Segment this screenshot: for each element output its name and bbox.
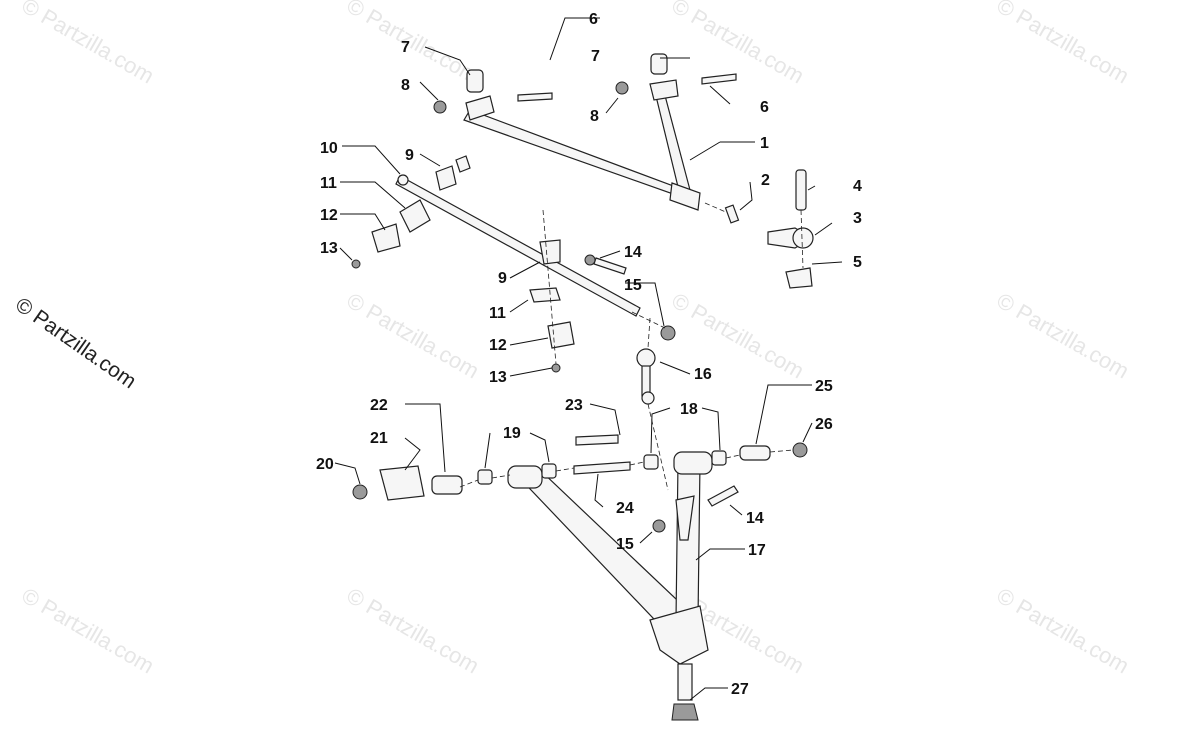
callout-2: 2 xyxy=(761,172,770,189)
callout-4: 4 xyxy=(853,178,862,195)
callout-13b: 13 xyxy=(489,369,507,386)
callout-20: 20 xyxy=(316,456,334,473)
bushing-7b xyxy=(650,53,668,75)
callout-24: 24 xyxy=(616,500,634,517)
callout-9b: 9 xyxy=(498,270,507,287)
callout-14a: 14 xyxy=(624,244,642,261)
callout-13a: 13 xyxy=(320,240,338,257)
callout-3: 3 xyxy=(853,210,862,227)
callout-12b: 12 xyxy=(489,337,507,354)
watermark: © Partzilla.com xyxy=(18,583,159,679)
watermark: © Partzilla.com xyxy=(993,583,1134,679)
callout-9a: 9 xyxy=(405,147,414,164)
callout-27: 27 xyxy=(731,681,749,698)
stabilizer-bar xyxy=(351,155,676,373)
watermark-layer: © Partzilla.com © Partzilla.com © Partzi… xyxy=(18,0,1134,678)
callout-17: 17 xyxy=(748,542,766,559)
bolt-6b xyxy=(701,73,737,85)
callout-8b: 8 xyxy=(590,108,599,125)
callout-19: 19 xyxy=(503,425,521,442)
callout-15a: 15 xyxy=(624,277,642,294)
callout-6a: 6 xyxy=(589,11,598,28)
callout-11b: 11 xyxy=(489,305,506,322)
watermark: © Partzilla.com xyxy=(343,288,484,384)
watermark: © Partzilla.com xyxy=(343,583,484,679)
callout-labels: 1 2 3 4 5 6 6 7 7 8 8 9 9 10 11 11 12 12… xyxy=(316,11,862,698)
callout-21: 21 xyxy=(370,430,388,447)
callout-10: 10 xyxy=(320,140,338,157)
watermark: © Partzilla.com xyxy=(993,0,1134,88)
callout-16: 16 xyxy=(694,366,712,383)
pivot-hardware xyxy=(352,434,808,533)
callout-22: 22 xyxy=(370,397,388,414)
callout-7b: 7 xyxy=(591,48,600,65)
callout-8a: 8 xyxy=(401,77,410,94)
watermark: © Partzilla.com xyxy=(668,0,809,88)
upper-a-arm xyxy=(433,53,737,217)
callout-26: 26 xyxy=(815,416,833,433)
callout-7a: 7 xyxy=(401,39,410,56)
watermark: © Partzilla.com xyxy=(18,0,159,88)
callout-25: 25 xyxy=(815,378,833,395)
callout-11a: 11 xyxy=(320,175,337,192)
watermark: © Partzilla.com xyxy=(993,288,1134,384)
ball-joint-assembly xyxy=(724,169,814,289)
watermark: © Partzilla.com xyxy=(343,0,484,88)
callout-5: 5 xyxy=(853,254,862,271)
callout-15b: 15 xyxy=(616,536,634,553)
side-credit: © Partzilla.com xyxy=(11,293,140,393)
stabilizer-link xyxy=(636,317,669,491)
bolt-6a xyxy=(517,92,553,102)
callout-18: 18 xyxy=(680,401,698,418)
nut-8b xyxy=(615,81,629,95)
nut-8a xyxy=(433,100,447,114)
callout-1: 1 xyxy=(760,135,769,152)
lower-a-arm xyxy=(507,451,713,721)
callout-23: 23 xyxy=(565,397,583,414)
callout-12a: 12 xyxy=(320,207,338,224)
leader-lines xyxy=(334,17,843,701)
callout-14b: 14 xyxy=(746,510,764,527)
bushing-7a xyxy=(466,69,484,93)
callout-6b: 6 xyxy=(760,99,769,116)
watermark: © Partzilla.com xyxy=(668,288,809,384)
